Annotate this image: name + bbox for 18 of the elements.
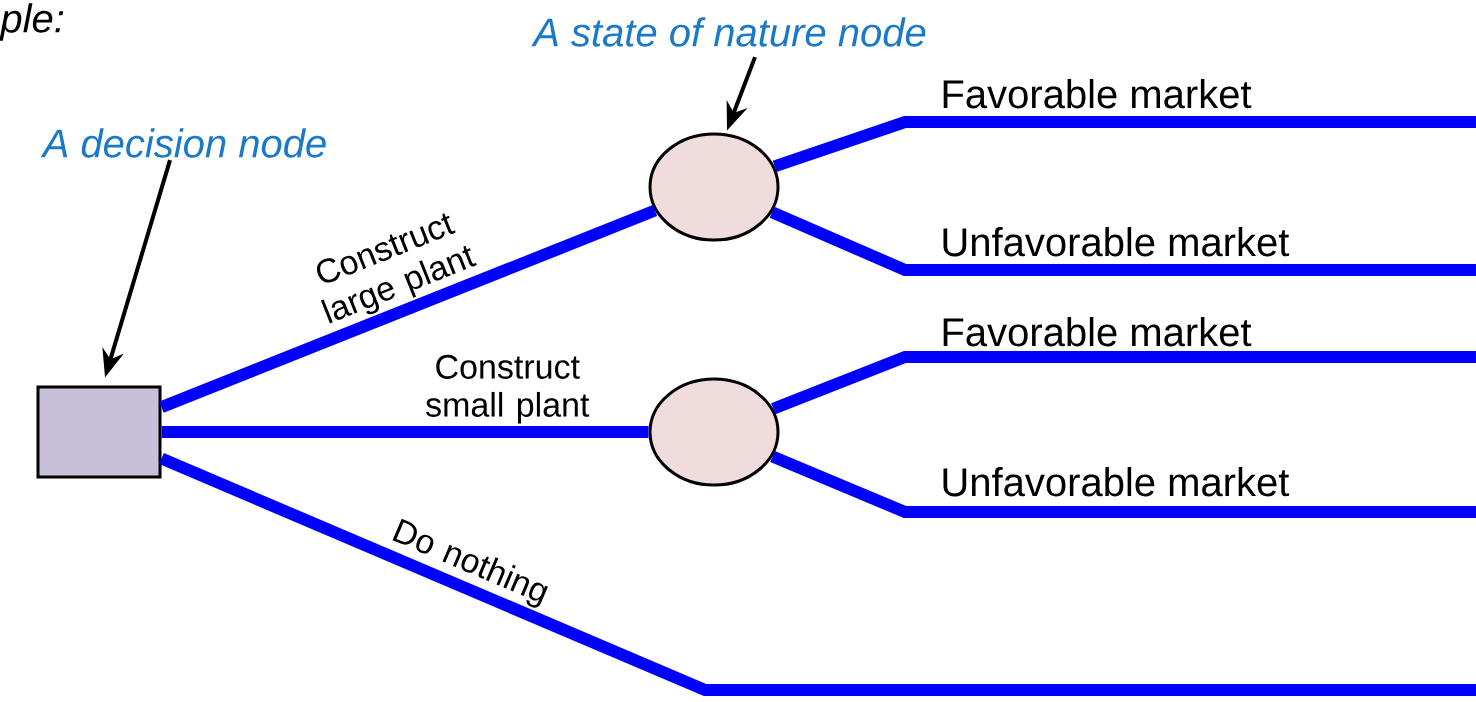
chance-circle	[648, 377, 780, 487]
edge-label: Favorable market	[943, 317, 1252, 347]
decision-square	[36, 385, 162, 479]
branch-line	[771, 351, 1476, 415]
heading-text: ple:	[0, 3, 64, 41]
chance-circle	[648, 132, 780, 242]
branch-line	[159, 204, 658, 413]
branch-line	[161, 426, 649, 438]
callout-text: A decision node	[40, 128, 326, 158]
edge-label: Favorable market	[943, 79, 1252, 109]
callout-text: A state of nature node	[531, 17, 926, 47]
branch-line	[772, 116, 1476, 173]
branch-line	[770, 450, 1476, 518]
branch-line	[769, 206, 1476, 276]
edge-label: Construct small plant	[426, 354, 590, 424]
edge-label: Unfavorable market	[943, 227, 1290, 257]
edge-label: Unfavorable market	[943, 467, 1290, 497]
branch-line	[159, 453, 1476, 696]
